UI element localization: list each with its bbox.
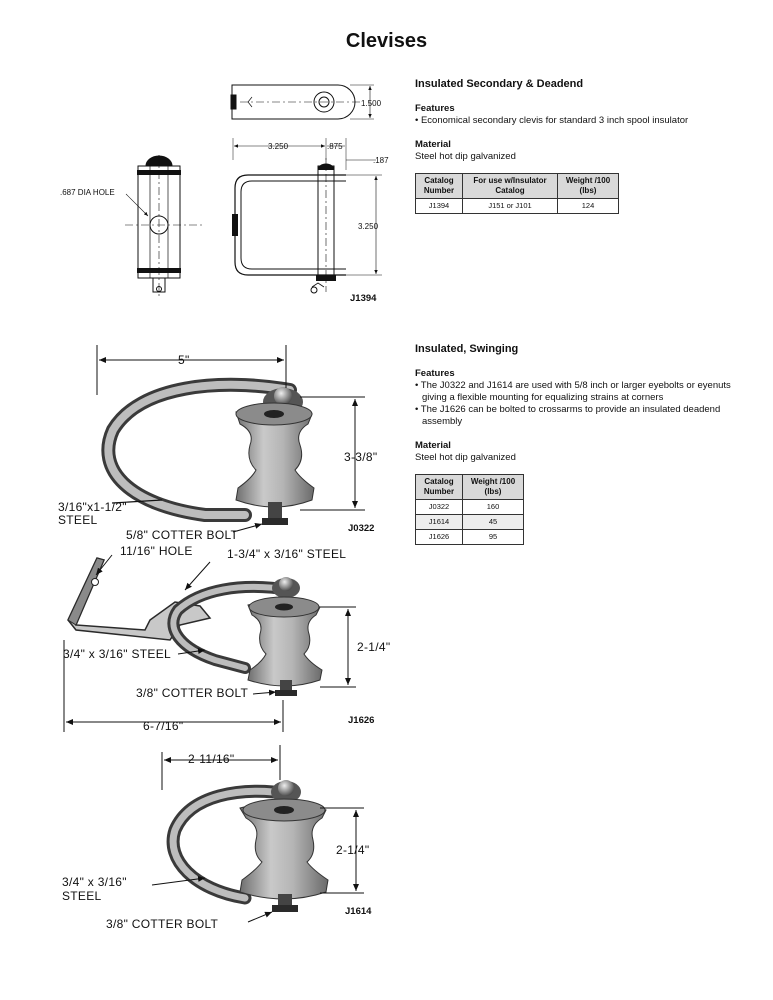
j1626-dim-width: 6-7/16" — [143, 719, 183, 733]
feature-item: • The J0322 and J1614 are used with 5/8 … — [415, 380, 731, 403]
table-cell: 124 — [557, 198, 619, 214]
section-secondary-deadend: Insulated Secondary & Deadend Features •… — [415, 78, 745, 214]
j1394-dim-height: 1.500 — [361, 99, 382, 108]
table-cell: J1394 — [415, 198, 463, 214]
material-label: Material — [415, 440, 451, 451]
table-cell: 45 — [462, 514, 524, 530]
j1394-dim-length: 3.250 — [268, 142, 289, 151]
table-cell: J1626 — [415, 529, 463, 545]
table-cell: J1614 — [415, 514, 463, 530]
j1394-dim-depth: 3.250 — [358, 222, 379, 231]
section-heading: Insulated, Swinging — [415, 343, 519, 355]
material-label: Material — [415, 139, 451, 150]
material-value: Steel hot dip galvanized — [415, 452, 516, 463]
section-heading: Insulated Secondary & Deadend — [415, 78, 584, 90]
j1394-dim-thickness: .187 — [373, 156, 389, 165]
table-row: J1394 J151 or J101 124 — [415, 198, 619, 214]
j1626-catalog-label: J1626 — [348, 715, 374, 726]
j1614-dim-width: 2-11/16" — [188, 752, 234, 766]
j1614-steel-label-2: STEEL — [62, 889, 102, 903]
table-row: J1626 95 — [415, 529, 524, 545]
feature-item: • The J1626 can be bolted to crossarms t… — [415, 404, 721, 427]
table-cell: J0322 — [415, 499, 463, 515]
j1614-bolt-label: 3/8" COTTER BOLT — [106, 917, 219, 931]
page-title: Clevises — [345, 30, 428, 52]
j1626-top-steel-label: 1-3/4" x 3/16" STEEL — [227, 547, 346, 561]
table-cell: 160 — [462, 499, 524, 515]
j1614-steel-label: 3/4" x 3/16" — [62, 875, 127, 889]
j1626-hole-label: 11/16" HOLE — [120, 544, 193, 558]
j1626-drawing — [63, 554, 356, 732]
table-cell: J151 or J101 — [462, 198, 558, 214]
spec-table: Catalog Number Weight /100 (lbs) J0322 1… — [415, 474, 524, 545]
features-label: Features — [415, 103, 455, 114]
j1614-catalog-label: J1614 — [345, 906, 372, 917]
j0322-dim-height: 3-3/8" — [344, 450, 377, 464]
j1614-drawing — [151, 745, 364, 923]
feature-item: • Economical secondary clevis for standa… — [415, 115, 689, 126]
j1394-drawing — [125, 84, 382, 298]
j1626-dim-height: 2-1/4" — [357, 640, 390, 654]
j0322-bolt-label: 5/8" COTTER BOLT — [126, 528, 239, 542]
j1394-dim-eye: .875 — [327, 142, 343, 151]
material-value: Steel hot dip galvanized — [415, 151, 516, 162]
j0322-dim-width: 5" — [178, 353, 190, 367]
j1626-bolt-label: 3/8" COTTER BOLT — [136, 686, 249, 700]
table-row: J0322 160 — [415, 499, 524, 515]
table-row: J1614 45 — [415, 514, 524, 530]
j1614-dim-height: 2-1/4" — [336, 843, 369, 857]
j0322-catalog-label: J0322 — [348, 523, 374, 534]
column-header: Catalog Number — [415, 173, 463, 199]
table-cell: 95 — [462, 529, 524, 545]
j1626-steel-label: 3/4" x 3/16" STEEL — [63, 647, 171, 661]
column-header: Weight /100 (lbs) — [462, 474, 524, 500]
column-header: Catalog Number — [415, 474, 463, 500]
j0322-drawing — [96, 345, 365, 533]
spec-table: Catalog Number For use w/Insulator Catal… — [415, 173, 619, 214]
section-insulated-swinging: Insulated, Swinging Features • The J0322… — [415, 343, 745, 545]
features-label: Features — [415, 368, 455, 379]
column-header: For use w/Insulator Catalog — [462, 173, 558, 199]
column-header: Weight /100 (lbs) — [557, 173, 619, 199]
j0322-strap-label-2: STEEL — [58, 513, 98, 527]
j1394-dim-hole: .687 DIA HOLE — [60, 188, 115, 197]
j1394-catalog-label: J1394 — [350, 293, 377, 304]
j0322-strap-label: 3/16"x1-1/2" — [58, 500, 127, 514]
